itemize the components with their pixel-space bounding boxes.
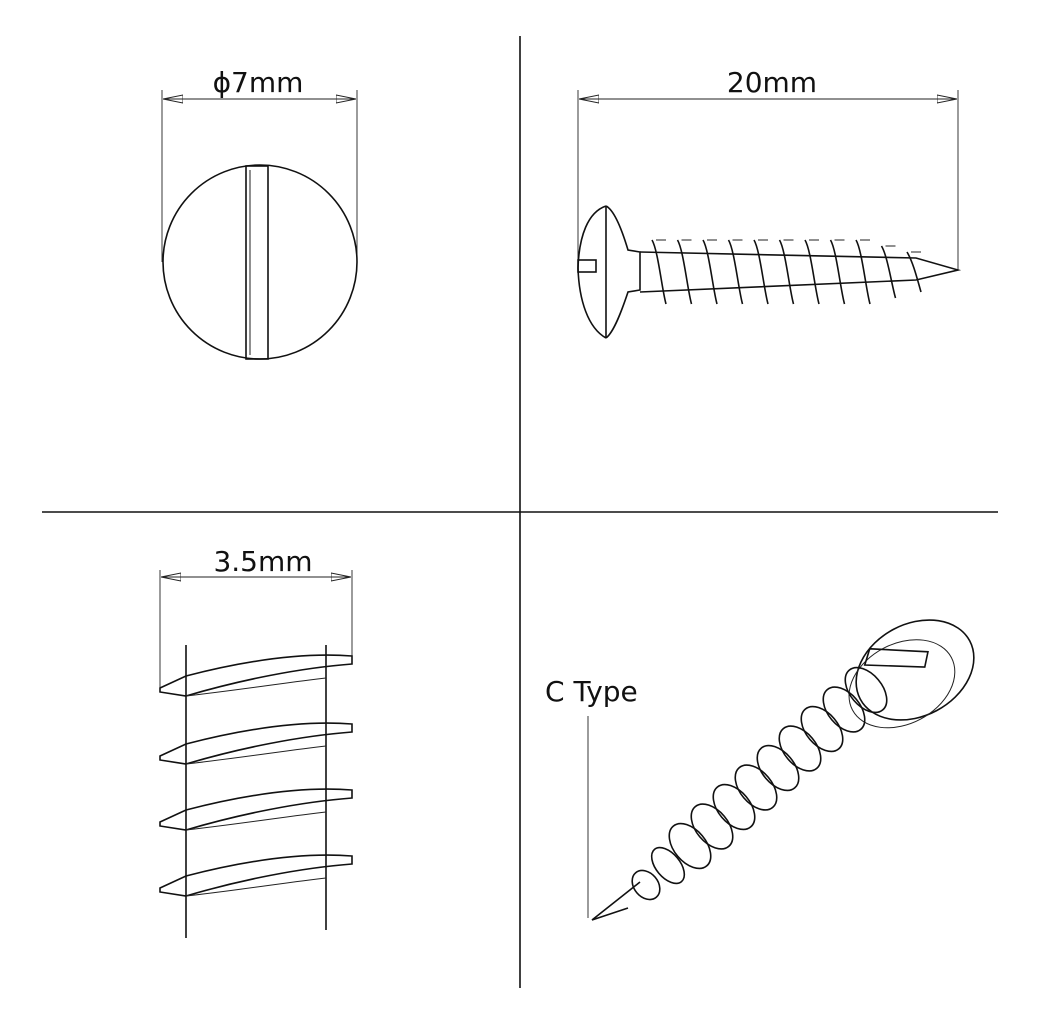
thread-ring [756,744,800,792]
thread-crest [727,239,744,305]
thread-crest [829,239,846,305]
thread-crest [651,239,667,305]
thread-ring [712,783,756,831]
thread-crest [855,239,871,305]
thread-profile [159,722,353,765]
thread-crest [804,239,820,305]
thread-root-line [185,677,327,697]
thread-pitch-label: 3.5mm [213,545,312,578]
thread-ring [800,705,844,753]
thread-ring [778,725,822,772]
thread-crest [778,239,795,305]
screw-perspective-view: C Type [545,619,975,921]
thread-crest [880,245,897,299]
thread-ring [650,846,686,885]
type-label: C Type [545,675,638,708]
thread-profile [159,854,353,897]
thread-ring [844,666,888,714]
thread-ring [690,803,734,850]
thread-root-line [185,877,327,897]
length-label: 20mm [727,66,817,99]
screw-side-view: 20mm [577,66,962,339]
thread-crest [676,239,693,305]
screw-head-top-view: ϕ7mm [161,66,358,360]
thread-crest [906,251,922,293]
thread-detail-view: 3.5mm [159,545,353,938]
thread-crest [702,239,718,305]
thread-profile [159,788,353,831]
thread-crest [753,239,769,305]
diameter-label: ϕ7mm [213,66,304,99]
thread-ring [734,764,778,811]
thread-root-line [185,745,327,765]
thread-profile [159,654,353,697]
thread-root-line [185,811,327,831]
thread-ring [668,822,712,870]
thread-ring [631,869,661,901]
thread-ring [822,686,866,733]
